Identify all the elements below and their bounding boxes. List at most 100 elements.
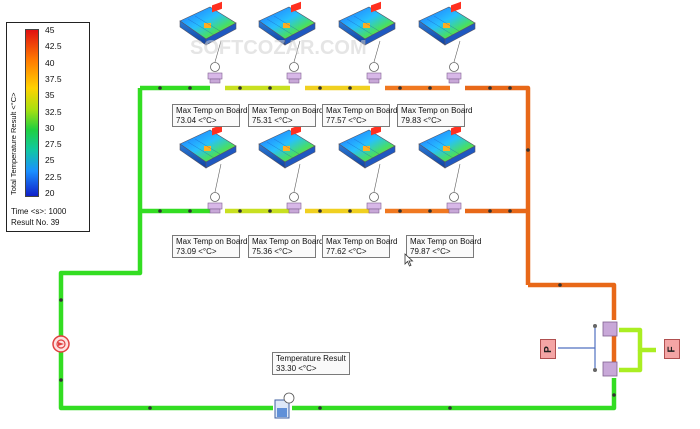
legend-tick: 22.5 — [45, 171, 62, 182]
legend-result-number: Result No. 39 — [11, 218, 60, 227]
pipe-node[interactable] — [488, 86, 492, 90]
pipe-segment[interactable] — [619, 350, 643, 373]
board-callout[interactable]: Max Temp on Board 75.31 <°C> — [248, 104, 323, 127]
callout-value: 77.57 <°C> — [326, 116, 367, 125]
callout-title: Max Temp on Board — [401, 106, 473, 115]
pipe-node[interactable] — [59, 298, 63, 302]
board-callout[interactable]: Max Temp on Board 77.62 <°C> — [322, 235, 398, 258]
heatsink-thumbnail-icon[interactable] — [258, 124, 316, 169]
coldplate-icon[interactable] — [446, 62, 462, 84]
pump-icon[interactable] — [52, 335, 70, 353]
callout-title: Max Temp on Board — [326, 237, 398, 246]
legend-time: Time <s>: 1000 — [11, 207, 67, 216]
pipe-node[interactable] — [488, 209, 492, 213]
pipe-segment[interactable] — [619, 327, 656, 353]
board-callout[interactable]: Max Temp on Board 79.87 <°C> — [406, 235, 481, 258]
pipe-node[interactable] — [318, 209, 322, 213]
pipe-node[interactable] — [158, 86, 162, 90]
callout-title: Max Temp on Board — [252, 237, 324, 246]
pipe-segment[interactable] — [465, 85, 531, 285]
pipe-node[interactable] — [428, 86, 432, 90]
pipe-segment[interactable] — [58, 352, 273, 411]
legend-tick: 30 — [45, 122, 55, 133]
legend-tick: 42.5 — [45, 41, 62, 52]
pipe-node[interactable] — [398, 86, 402, 90]
pipe-node[interactable] — [612, 393, 616, 397]
leader-line — [214, 163, 222, 193]
color-scale-bar — [25, 29, 39, 197]
pipe-node[interactable] — [318, 86, 322, 90]
legend-tick: 32.5 — [45, 106, 62, 117]
heatsink-thumbnail-icon[interactable] — [418, 124, 476, 169]
pipe-node[interactable] — [348, 86, 352, 90]
pipe-node[interactable] — [428, 209, 432, 213]
callout-value: 75.31 <°C> — [252, 116, 293, 125]
callout-value: 73.04 <°C> — [176, 116, 217, 125]
pipe-node[interactable] — [448, 406, 452, 410]
leader-line — [293, 40, 301, 63]
legend-title: Total Temperature Result <°C> — [9, 92, 18, 196]
pipe-node[interactable] — [508, 86, 512, 90]
legend-tick: 37.5 — [45, 73, 62, 84]
pipe-node[interactable] — [268, 86, 272, 90]
heatsink-thumbnail-icon[interactable] — [338, 124, 396, 169]
board-callout[interactable]: Max Temp on Board 75.36 <°C> — [248, 235, 324, 258]
pipe-segment[interactable] — [528, 282, 617, 320]
leader-line — [453, 163, 461, 193]
pressure-port-icon[interactable]: P — [540, 339, 556, 359]
leader-line — [214, 40, 222, 63]
heatsink-thumbnail-icon[interactable] — [179, 124, 237, 169]
pipe-node[interactable] — [558, 283, 562, 287]
legend-tick: 27.5 — [45, 139, 62, 150]
pipe-node[interactable] — [188, 209, 192, 213]
manifold-splitter[interactable] — [593, 321, 618, 377]
coldplate-icon[interactable] — [446, 192, 462, 214]
tank-icon[interactable] — [274, 392, 295, 419]
coldplate-icon[interactable] — [207, 192, 223, 214]
coldplate-icon[interactable] — [366, 192, 382, 214]
heatsink-array — [179, 1, 476, 214]
callout-title: Max Temp on Board — [176, 106, 248, 115]
pipe-segment[interactable] — [292, 378, 617, 411]
board-callout[interactable]: Max Temp on Board 73.09 <°C> — [172, 235, 248, 258]
coldplate-icon[interactable] — [286, 62, 302, 84]
callout-title: Temperature Result — [276, 354, 346, 363]
pipe-network — [58, 85, 656, 411]
pipe-node[interactable] — [526, 148, 530, 152]
leader-line — [373, 163, 381, 193]
pipe-node[interactable] — [158, 209, 162, 213]
pipe-node[interactable] — [238, 86, 242, 90]
board-callout[interactable]: Max Temp on Board 79.83 <°C> — [397, 104, 473, 127]
pipe-node[interactable] — [188, 86, 192, 90]
pressure-line[interactable] — [558, 326, 596, 349]
pipe-nodes — [59, 86, 616, 410]
flow-port-label: F — [666, 345, 678, 353]
pipe-node[interactable] — [508, 209, 512, 213]
pipe-node[interactable] — [148, 406, 152, 410]
callout-value: 33.30 <°C> — [276, 364, 317, 373]
legend-tick: 40 — [45, 57, 55, 68]
legend-tick: 25 — [45, 155, 55, 166]
callout-value: 77.62 <°C> — [326, 247, 367, 256]
flow-port-icon[interactable]: F — [664, 339, 680, 359]
heatsink-thumbnail-icon[interactable] — [418, 1, 476, 46]
pipe-node[interactable] — [398, 209, 402, 213]
callout-value: 73.09 <°C> — [176, 247, 217, 256]
coldplate-icon[interactable] — [207, 62, 223, 84]
pipe-node[interactable] — [348, 209, 352, 213]
legend-tick: 35 — [45, 90, 55, 101]
callout-title: Max Temp on Board — [176, 237, 248, 246]
leader-line — [293, 163, 301, 193]
board-callout[interactable]: Max Temp on Board 77.57 <°C> — [322, 104, 397, 127]
pipe-node[interactable] — [59, 378, 63, 382]
coldplate-icon[interactable] — [366, 62, 382, 84]
temperature-result-callout[interactable]: Temperature Result 33.30 <°C> — [272, 352, 350, 375]
coldplate-icon[interactable] — [286, 192, 302, 214]
cursor-icon — [404, 253, 414, 267]
board-callout[interactable]: Max Temp on Board 73.04 <°C> — [172, 104, 248, 127]
pipe-node[interactable] — [268, 209, 272, 213]
pipe-node[interactable] — [318, 406, 322, 410]
pipe-node[interactable] — [238, 209, 242, 213]
pipe-segment[interactable] — [58, 88, 143, 336]
